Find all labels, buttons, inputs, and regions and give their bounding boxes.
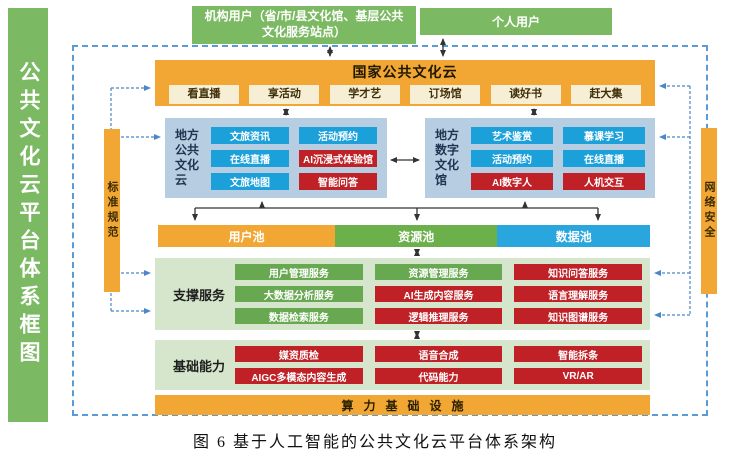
capability-chip: 代码能力 <box>374 368 503 384</box>
local-cloud-title: 地方公共文化云 <box>175 128 200 187</box>
capability-chip: 智能拆条 <box>514 346 642 362</box>
service-chip: AI生成内容服务 <box>374 286 503 302</box>
digital-hall-items: 艺术鉴赏 慕课学习 活动预约 在线直播 AI数字人 人机交互 <box>471 126 645 190</box>
capability-chip: AIGC多模态内容生成 <box>235 368 363 384</box>
feature-chip: 智能问答 <box>299 172 377 190</box>
pools-bar: 用户池 资源池 数据池 <box>158 225 650 247</box>
feature-chip: 艺术鉴赏 <box>471 126 553 144</box>
local-cloud-panel: 地方公共文化云 文旅资讯 活动预约 在线直播 AI沉浸式体验馆 文旅地图 智能问… <box>165 118 387 198</box>
service-chip: 知识问答服务 <box>514 264 642 280</box>
service-chip: 赶大集 <box>570 85 641 104</box>
capability-chip: 语音合成 <box>374 346 503 362</box>
pool-segment: 资源池 <box>335 225 498 247</box>
service-chip: 数据检索服务 <box>235 308 363 324</box>
service-chip: 知识图谱服务 <box>514 308 642 324</box>
national-services-row: 看直播 享活动 学才艺 订场馆 读好书 赶大集 <box>155 82 655 104</box>
capability-chip: 媒资质检 <box>235 346 363 362</box>
support-services-items: 用户管理服务 资源管理服务 知识问答服务 大数据分析服务 AI生成内容服务 语言… <box>235 264 642 324</box>
feature-chip: 在线直播 <box>563 149 645 167</box>
personal-users-box: 个人用户 <box>420 8 612 35</box>
service-chip: 语言理解服务 <box>514 286 642 302</box>
figure-caption: 图 6 基于人工智能的公共文化云平台体系架构 <box>192 434 557 451</box>
pool-segment: 数据池 <box>497 225 650 247</box>
base-capabilities-panel: 基础能力 媒资质检 语音合成 智能拆条 AIGC多模态内容生成 代码能力 VR/… <box>155 340 650 390</box>
feature-chip: 在线直播 <box>211 149 289 167</box>
feature-chip: 活动预约 <box>471 149 553 167</box>
base-capabilities-items: 媒资质检 语音合成 智能拆条 AIGC多模态内容生成 代码能力 VR/AR <box>235 346 642 384</box>
capability-chip: VR/AR <box>514 368 642 384</box>
feature-chip: 文旅地图 <box>211 172 289 190</box>
feature-chip: 文旅资讯 <box>211 126 289 144</box>
national-cloud-title: 国家公共文化云 <box>352 64 458 80</box>
feature-chip: AI沉浸式体验馆 <box>299 149 377 167</box>
service-chip: 看直播 <box>169 85 239 104</box>
diagram-side-title: 公共文化云平台体系框图 <box>8 8 48 422</box>
digital-hall-title: 地方数字文化馆 <box>435 128 460 187</box>
service-chip: 学才艺 <box>329 85 400 104</box>
service-chip: 用户管理服务 <box>235 264 363 280</box>
institutional-users-box: 机构用户（省/市/县文化馆、基层公共文化服务站点） <box>192 6 416 44</box>
feature-chip: 慕课学习 <box>563 126 645 144</box>
national-cloud-box: 国家公共文化云 看直播 享活动 学才艺 订场馆 读好书 赶大集 <box>155 60 655 106</box>
feature-chip: 人机交互 <box>563 172 645 190</box>
local-cloud-items: 文旅资讯 活动预约 在线直播 AI沉浸式体验馆 文旅地图 智能问答 <box>211 126 377 190</box>
service-chip: 读好书 <box>490 85 561 104</box>
base-capabilities-title: 基础能力 <box>172 358 225 374</box>
service-chip: 订场馆 <box>410 85 481 104</box>
computing-infrastructure-bar: 算力基础设施 <box>155 395 650 415</box>
support-services-panel: 支撑服务 用户管理服务 资源管理服务 知识问答服务 大数据分析服务 AI生成内容… <box>155 258 650 330</box>
pool-segment: 用户池 <box>158 225 336 247</box>
feature-chip: AI数字人 <box>471 172 553 190</box>
support-services-title: 支撑服务 <box>172 287 225 303</box>
feature-chip: 活动预约 <box>299 126 377 144</box>
standards-spec-bar: 标准规范 <box>104 129 120 292</box>
service-chip: 享活动 <box>249 85 320 104</box>
digital-hall-panel: 地方数字文化馆 艺术鉴赏 慕课学习 活动预约 在线直播 AI数字人 人机交互 <box>425 118 655 198</box>
service-chip: 大数据分析服务 <box>235 286 363 302</box>
network-security-bar: 网络安全 <box>701 128 717 294</box>
service-chip: 逻辑推理服务 <box>374 308 503 324</box>
service-chip: 资源管理服务 <box>374 264 503 280</box>
